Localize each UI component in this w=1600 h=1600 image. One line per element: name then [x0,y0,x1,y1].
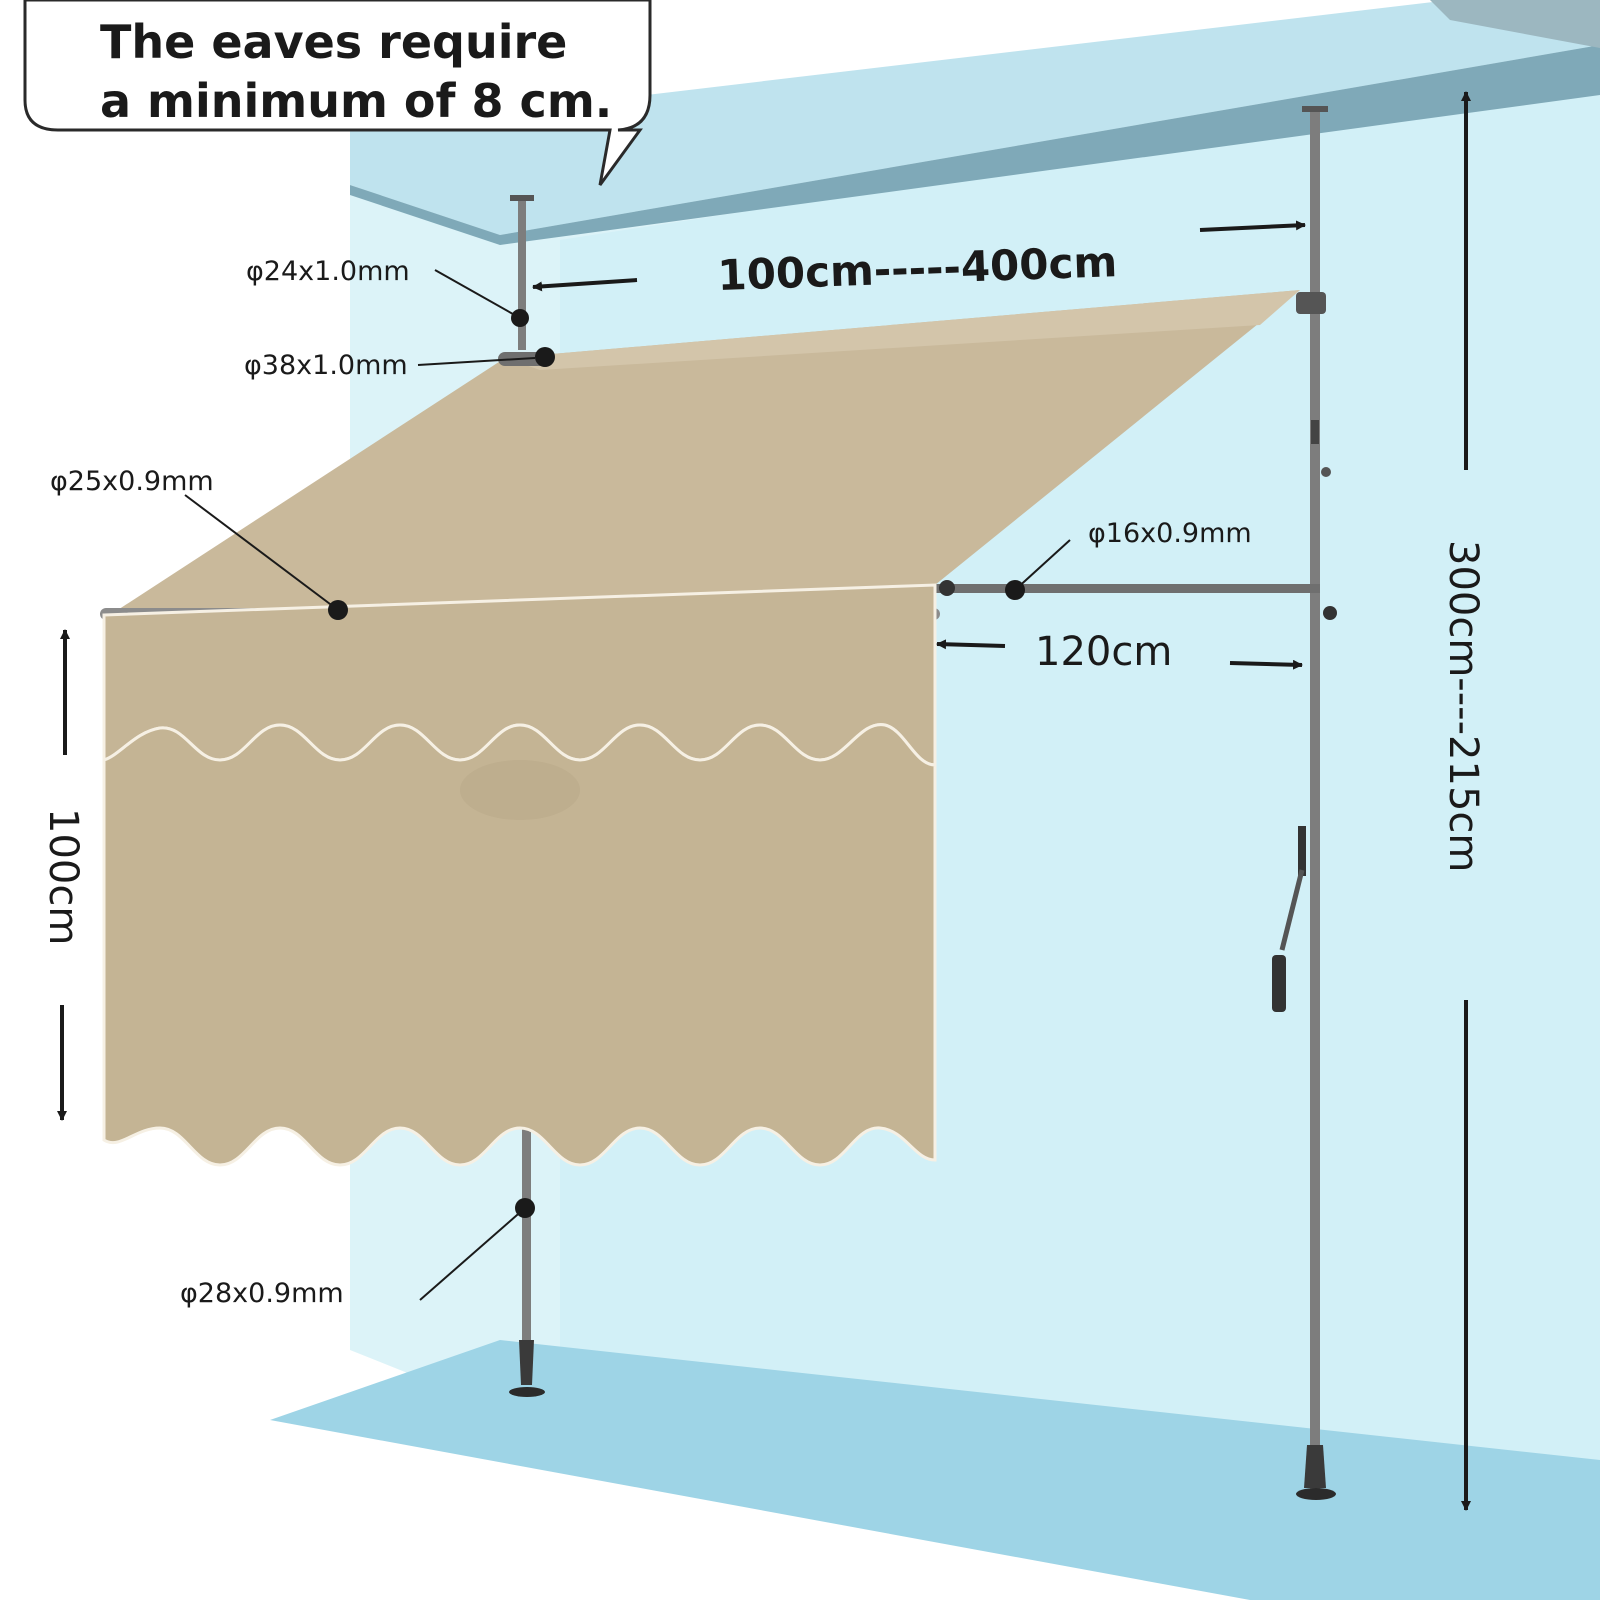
arm-arrow-left [936,639,1006,650]
height-range-label: 300cm----215cm [1440,540,1486,872]
leader-top-pole [434,269,521,319]
leader-front-bar [184,494,339,611]
leader-lines [184,269,1071,1301]
spec-front-bar-label: φ25x0.9mm [50,466,214,497]
awning-canopy [110,290,1300,615]
crank-handle [1272,826,1306,1012]
arm-bar [935,584,1320,593]
ceiling-slab-top [350,0,1600,235]
leader-bottom-pole [419,1207,526,1301]
spec-arm-bar-label: φ16x0.9mm [1088,518,1252,549]
spec-bottom-pole-label: φ28x0.9mm [180,1278,344,1309]
arm-length-label: 120cm [1035,629,1172,675]
spec-top-pole-label: φ24x1.0mm [246,256,410,287]
leader-dots [328,309,1025,1218]
arm-arrow-right [1229,659,1303,670]
leader-roller-tube [417,357,536,366]
ceiling-slab-edge [1430,0,1600,48]
floor-slab [270,1340,1600,1600]
callout-line-1: The eaves require [100,15,567,69]
dimension-arrows [57,91,1471,1511]
valance-drop-label: 100cm [40,808,86,945]
callout-line-2: a minimum of 8 cm. [100,74,612,128]
right-pole [1296,106,1336,1500]
awning-curtain [102,723,937,1167]
awning-canopy-shade [505,290,1300,370]
callout-bubble [23,0,652,186]
left-pole [509,195,545,1397]
width-arrow-right [1199,220,1306,232]
width-arrow-left [532,278,638,292]
curtain-shading [460,760,580,820]
spec-roller-tube-label: φ38x1.0mm [244,350,408,381]
leader-arm-bar [1014,539,1071,591]
